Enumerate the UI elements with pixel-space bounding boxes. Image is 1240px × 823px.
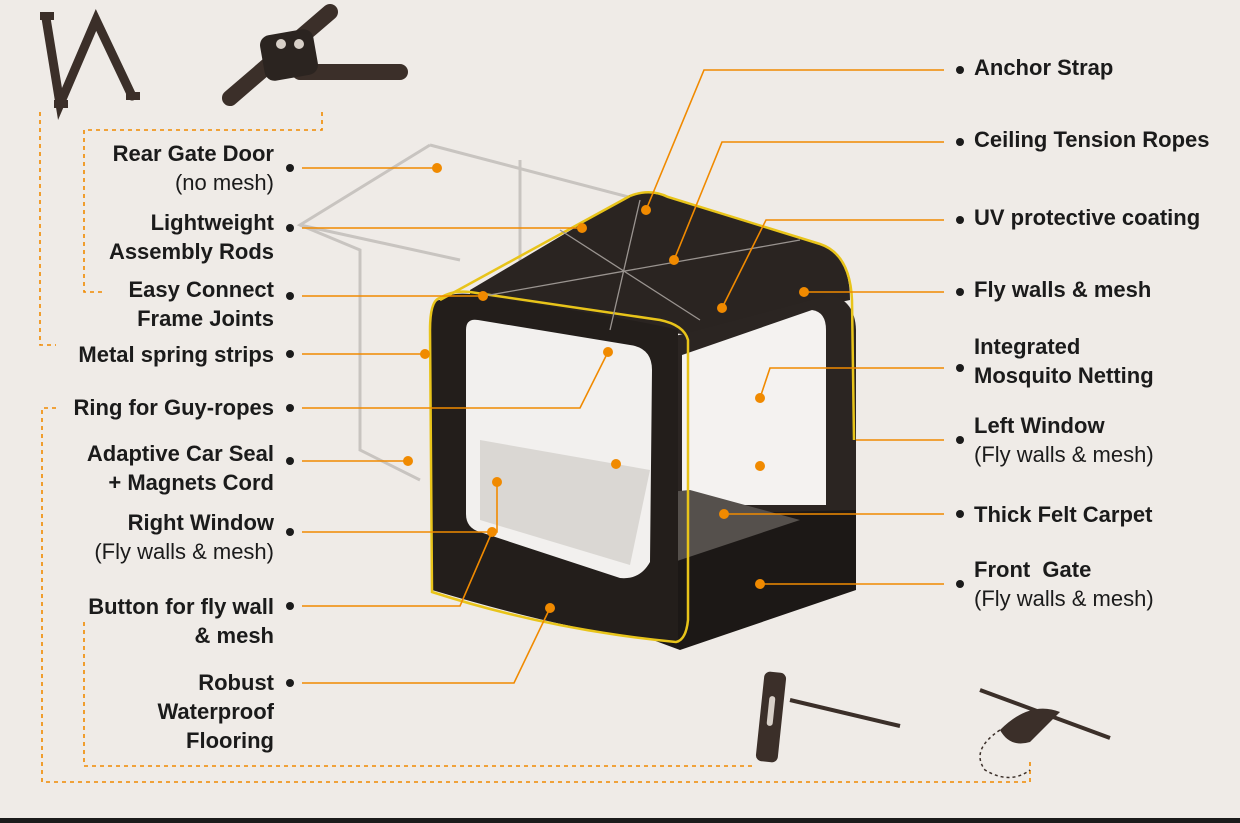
label-title: Right Window — [127, 510, 274, 535]
label-right-window: Right Window (Fly walls & mesh) — [94, 508, 274, 566]
label-title: Rear Gate Door — [112, 141, 274, 166]
label-assembly-rods: Lightweight Assembly Rods — [109, 208, 274, 266]
label-line: Easy Connect — [128, 277, 275, 302]
label-car-seal: Adaptive Car Seal + Magnets Cord — [87, 439, 274, 497]
tent-body — [428, 191, 856, 650]
label-title: Front Gate — [974, 557, 1092, 582]
guy-rope-loop-icon — [979, 688, 1111, 779]
label-spring-strips: Metal spring strips — [78, 340, 274, 369]
label-line: Button for fly wall — [88, 594, 274, 619]
label-title: UV protective coating — [974, 205, 1201, 230]
label-sub: (Fly walls & mesh) — [94, 539, 274, 564]
label-mosquito-netting: Integrated Mosquito Netting — [974, 332, 1154, 390]
label-title: Ring for Guy-ropes — [73, 395, 274, 420]
label-frame-joints: Easy Connect Frame Joints — [129, 275, 275, 333]
label-fly-walls: Fly walls & mesh — [974, 275, 1151, 304]
leader-lines — [302, 69, 944, 684]
ring-anchor-icon — [755, 671, 901, 763]
label-felt-carpet: Thick Felt Carpet — [974, 500, 1152, 529]
label-line: Assembly Rods — [108, 239, 274, 264]
label-title: Metal spring strips — [78, 342, 274, 367]
grouping-dashed-lines — [39, 112, 1031, 783]
label-flooring: Robust Waterproof Flooring — [157, 668, 274, 755]
label-anchor-strap: Anchor Strap — [974, 53, 1113, 82]
label-fly-wall-button: Button for fly wall & mesh — [88, 592, 274, 650]
leader-dots — [403, 163, 809, 613]
label-line: Waterproof — [157, 699, 274, 724]
bottom-divider — [0, 818, 1240, 823]
label-line: Robust — [198, 670, 274, 695]
label-uv-coating: UV protective coating — [974, 203, 1200, 232]
label-sub: (no mesh) — [174, 170, 274, 195]
label-left-window: Left Window (Fly walls & mesh) — [974, 411, 1154, 469]
label-title: Anchor Strap — [974, 55, 1114, 80]
label-title: Thick Felt Carpet — [974, 502, 1153, 527]
label-guy-rope-ring: Ring for Guy-ropes — [74, 393, 274, 422]
spring-strip-icon — [40, 9, 140, 120]
label-title: Ceiling Tension Ropes — [974, 127, 1210, 152]
label-front-gate: Front Gate (Fly walls & mesh) — [974, 555, 1154, 613]
label-title: Left Window — [974, 413, 1105, 438]
label-rear-gate-door: Rear Gate Door (no mesh) — [113, 139, 274, 197]
label-sub: (Fly walls & mesh) — [974, 442, 1154, 467]
frame-joint-icon — [222, 4, 408, 106]
label-sub: (Fly walls & mesh) — [974, 586, 1154, 611]
label-line: Lightweight — [150, 210, 274, 235]
label-line: Adaptive Car Seal — [86, 441, 274, 466]
label-line: Mosquito Netting — [974, 363, 1154, 388]
label-line: + Magnets Cord — [108, 470, 274, 495]
label-line: Flooring — [186, 728, 274, 753]
label-bullets — [286, 66, 964, 687]
label-line: & mesh — [194, 623, 274, 648]
label-ceiling-ropes: Ceiling Tension Ropes — [974, 125, 1210, 154]
label-line: Integrated — [974, 334, 1081, 359]
label-line: Frame Joints — [137, 306, 274, 331]
label-title: Fly walls & mesh — [974, 277, 1152, 302]
